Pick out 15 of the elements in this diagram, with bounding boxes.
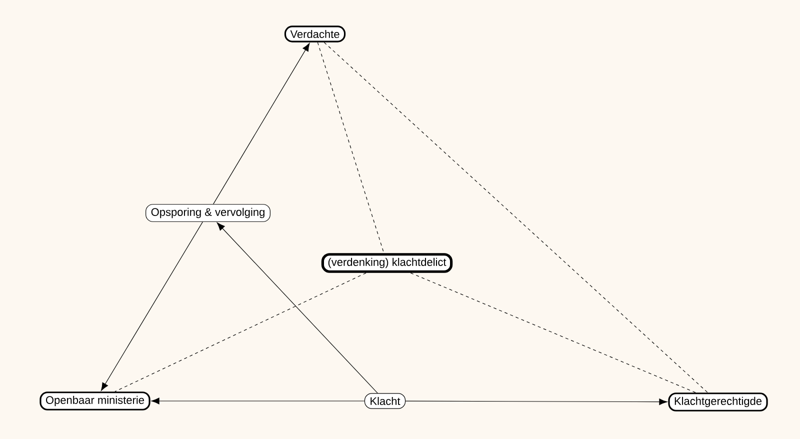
rounded-box: Klacht — [364, 393, 406, 409]
dashed-line — [317, 42, 384, 254]
rounded-box: (verdenking) klachtdelict — [321, 253, 453, 273]
rounded-box: Opsporing & vervolging — [146, 204, 270, 222]
arrow — [151, 398, 365, 404]
arrow — [213, 43, 310, 204]
rounded-box: Verdachte — [284, 26, 346, 42]
rounded-box: Openbaar ministerie — [40, 392, 150, 410]
dashed-line — [410, 272, 696, 393]
arrow — [405, 398, 668, 406]
arrow — [100, 222, 203, 391]
dashed-line — [324, 42, 708, 393]
dashed-line — [114, 272, 366, 392]
rounded-box: Klachtgerechtigde — [668, 392, 768, 412]
arrow — [216, 222, 378, 394]
